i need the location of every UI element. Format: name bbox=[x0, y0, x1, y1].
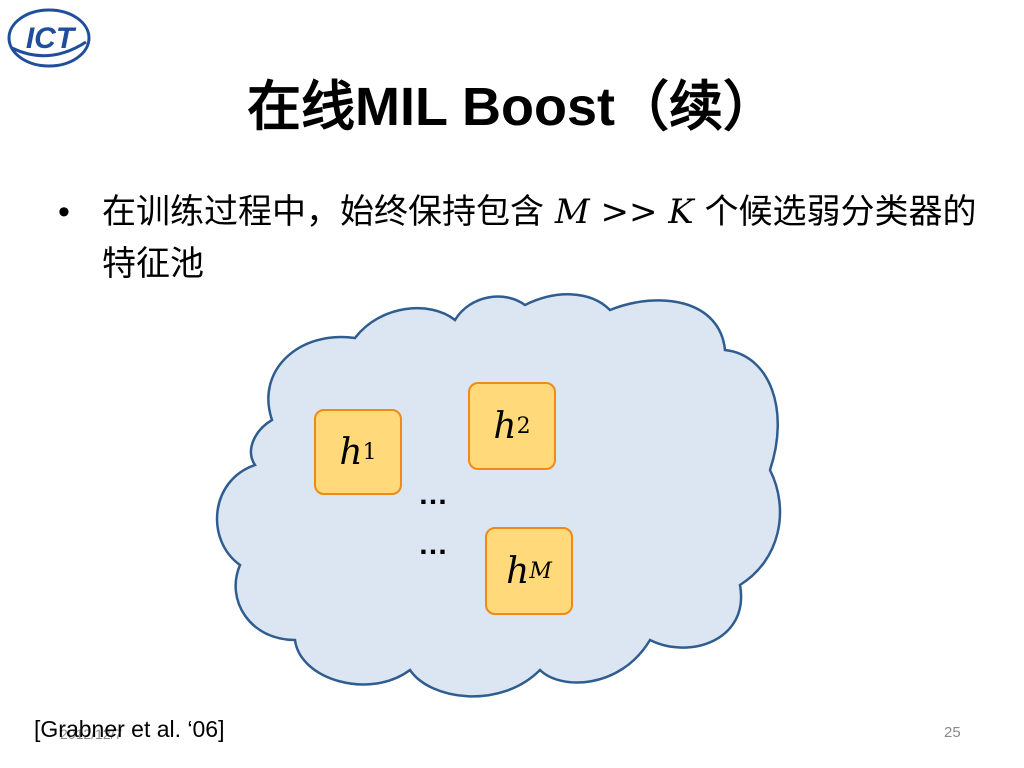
slide-title: 在线MIL Boost（续） bbox=[247, 77, 777, 137]
cloud-shape bbox=[215, 293, 782, 698]
math-expression: M >> K bbox=[555, 192, 705, 232]
math-much-greater: >> bbox=[600, 192, 658, 232]
ict-logo-icon: ICT bbox=[7, 8, 91, 68]
math-m: M bbox=[554, 192, 590, 232]
page-number: 25 bbox=[944, 724, 961, 741]
logo-text: ICT bbox=[26, 22, 77, 55]
bullet-text-before: 在训练过程中，始终保持包含 bbox=[102, 192, 544, 232]
hm-sub: M bbox=[529, 558, 552, 584]
h1-sub: 1 bbox=[362, 439, 377, 465]
ellipsis-1: … bbox=[418, 478, 448, 511]
bullet-item: • 在训练过程中，始终保持包含 M >> K 个候选弱分类器的特征池 bbox=[58, 186, 978, 290]
ellipsis-2: … bbox=[418, 528, 448, 561]
h2-base: h bbox=[493, 405, 517, 447]
citation: [Grabner et al. ‘06] bbox=[34, 716, 225, 742]
h2-sub: 2 bbox=[516, 413, 531, 439]
bullet-text-after: 个候选弱分类器的特征池 bbox=[102, 192, 977, 284]
bullet-text: 在训练过程中，始终保持包含 M >> K 个候选弱分类器的特征池 bbox=[102, 186, 978, 290]
hm-base: h bbox=[506, 550, 530, 592]
slide-date: 2012/12/7 bbox=[60, 726, 123, 742]
h1-base: h bbox=[339, 431, 363, 473]
bullet-marker: • bbox=[58, 193, 70, 231]
math-k: K bbox=[668, 192, 694, 232]
